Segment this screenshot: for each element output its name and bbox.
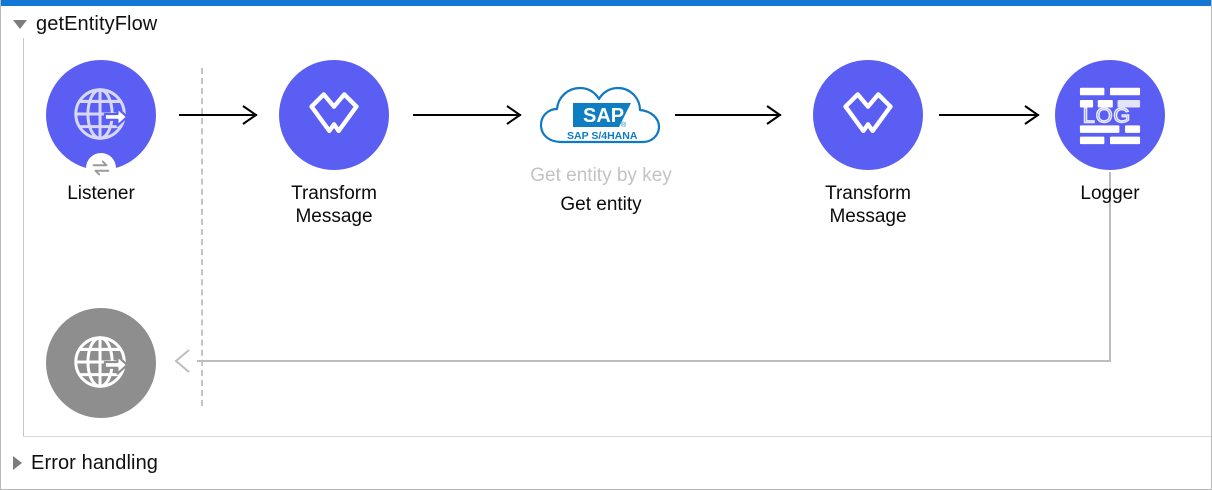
- sap-logo-text: SAP: [583, 105, 624, 127]
- connector-sap-to-transform-2[interactable]: [675, 105, 793, 125]
- logger-labels: Logger: [1080, 182, 1139, 205]
- return-path-vertical: [1109, 172, 1111, 362]
- flow-node-listener-response[interactable]: [46, 308, 156, 418]
- sap-node-labels: Get entity by key Get entity: [530, 162, 672, 219]
- flow-header[interactable]: getEntityFlow: [13, 11, 157, 37]
- connector-transform-2-to-logger[interactable]: [939, 105, 1051, 125]
- flow-node-listener[interactable]: Listener: [46, 60, 156, 205]
- node-label: Listener: [67, 183, 135, 204]
- triangle-down-icon[interactable]: [13, 19, 27, 29]
- triangle-right-icon[interactable]: [13, 456, 22, 470]
- node-label: Transform Message: [825, 183, 911, 228]
- transform-2-labels: Transform Message: [825, 182, 911, 228]
- return-path-horizontal: [197, 360, 1111, 362]
- globe-arrow-icon: [74, 336, 129, 388]
- sap-s4hana-cloud-icon[interactable]: SAP ® SAP S/4HANA: [537, 72, 665, 156]
- error-handling-header[interactable]: Error handling: [13, 450, 158, 476]
- transform-1-labels: Transform Message: [291, 182, 377, 228]
- svg-text:®: ®: [621, 121, 627, 129]
- request-reply-icon: [86, 153, 116, 183]
- logger-node-circle[interactable]: LOG: [1055, 60, 1165, 170]
- listener-response-node-circle[interactable]: [46, 308, 156, 418]
- transform-message-node-circle[interactable]: [279, 60, 389, 170]
- node-label: Logger: [1080, 183, 1140, 204]
- connector-transform-1-to-sap[interactable]: [413, 105, 533, 125]
- arrowhead-icon: [1024, 105, 1040, 125]
- arrowhead-icon: [766, 105, 782, 125]
- flow-bottom-separator: [23, 436, 1211, 437]
- globe-arrow-icon: [74, 88, 129, 140]
- node-operation-label: Get entity by key: [530, 165, 672, 186]
- flow-node-logger[interactable]: LOG Logger: [1055, 60, 1165, 205]
- error-handling-title: Error handling: [31, 451, 159, 474]
- listener-node-circle[interactable]: [46, 60, 156, 183]
- node-label: Transform Message: [291, 183, 377, 228]
- window-accent-bar: [1, 0, 1211, 6]
- connector-line: [675, 114, 781, 116]
- node-label: Get entity: [560, 193, 642, 215]
- dataweave-icon: [843, 92, 893, 134]
- arrowhead-icon: [506, 105, 522, 125]
- log-icon: LOG: [1079, 87, 1141, 145]
- flow-title: getEntityFlow: [36, 12, 158, 35]
- connector-line: [179, 114, 257, 116]
- connector-line: [939, 114, 1039, 116]
- arrowhead-icon: [242, 105, 258, 125]
- log-icon-text: LOG: [1083, 103, 1131, 128]
- connector-line: [413, 114, 521, 116]
- return-path-arrowhead: [174, 349, 190, 373]
- sap-product-text: SAP S/4HANA: [567, 130, 638, 142]
- dataweave-icon: [309, 92, 359, 134]
- flow-left-rail: [23, 38, 24, 436]
- source-message-processor-separator: [201, 68, 203, 406]
- flow-node-transform-message-2[interactable]: Transform Message: [813, 60, 923, 228]
- transform-message-node-circle[interactable]: [813, 60, 923, 170]
- listener-labels: Listener: [67, 182, 135, 205]
- flow-node-sap-get-entity[interactable]: SAP ® SAP S/4HANA Get entity by key Get …: [530, 72, 672, 219]
- flow-node-transform-message-1[interactable]: Transform Message: [279, 60, 389, 228]
- connector-listener-to-transform-1[interactable]: [179, 105, 269, 125]
